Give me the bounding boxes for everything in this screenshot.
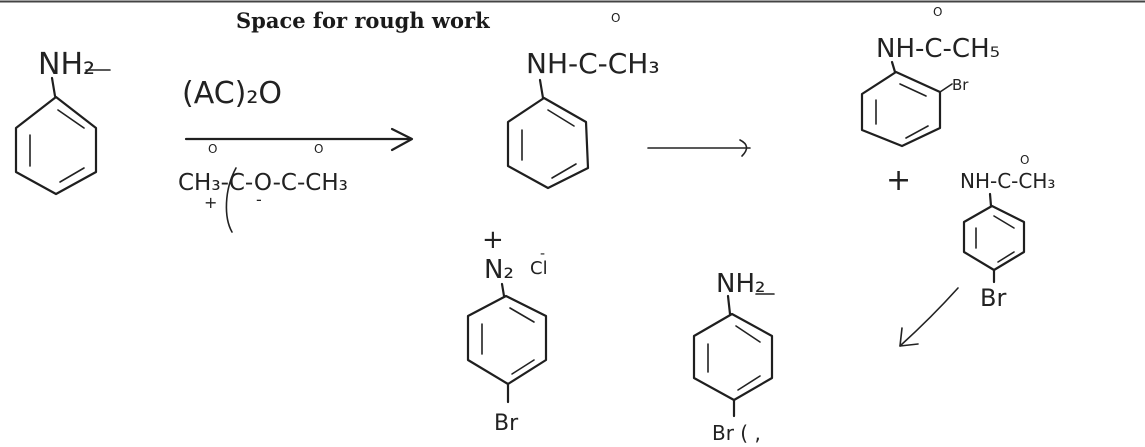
hydrolysis-arrow-shaft [899,287,959,347]
reagent-carbonyl-oxygen-2: O [314,142,323,156]
reagent-above-arrow: (AC)₂O [182,76,282,111]
bromination-arrow [647,139,751,157]
bromoaniline-double-bond-2 [735,325,761,343]
bromoaniline-bond-top [726,294,732,316]
reagent-cleavage-curve [225,167,237,233]
acetanilide-double-bond-3 [551,163,577,179]
products-plus-sign: + [886,163,911,198]
ortho-br-bond [939,83,953,93]
aniline-benzene-ring [14,95,98,196]
ortho-carbonyl-oxygen: O [933,5,942,19]
para-bond-top [988,192,993,208]
diazonium-group: N₂ [484,255,514,285]
diazonium-charge: + [482,225,504,255]
para-amide-label: NH-C-CH₃ [960,169,1055,193]
ortho-amide-label: NH-C-CH₅ [876,34,1000,64]
ortho-benzene-ring [860,70,942,148]
diazonium-structure: + N₂ Cl - Br [466,225,548,436]
para-br-label: Br [980,284,1006,312]
acetanilide-double-bond-2 [547,109,575,127]
acetanilide-amide-label: NH-C-CH₃ [526,47,660,80]
aniline-nh2-label: NH₂ [38,47,95,82]
acetanilide-bond [538,78,545,100]
diazonium-benzene-ring [466,294,548,386]
page-heading: Space for rough work [236,8,490,33]
bromination-arrow-head [739,139,748,157]
acetanilide-benzene-ring [506,96,590,190]
ortho-double-bond-3 [905,125,929,139]
diazonium-double-bond-3 [511,359,535,375]
ortho-bond [890,60,897,74]
acetanilide-structure: O NH-C-CH₃ [506,11,660,190]
aniline-double-bond-2 [57,109,85,129]
para-double-bond-2 [993,215,1015,229]
diazonium-counter-ion: Cl [530,258,548,279]
reagent-plus-mark: + [204,193,217,212]
acetylation-step: (AC)₂O O O CH₃-C-O-C-CH₃ + - [178,76,414,233]
acetylation-arrow-head [390,127,414,152]
para-carbonyl-oxygen: O [1020,153,1029,167]
hydrolysis-arrow-head [899,327,919,347]
bromoaniline-benzene-ring [692,312,774,402]
bromoaniline-trailing-mark: Br ( , [712,421,761,445]
reagent-minus-mark: - [256,190,262,209]
diazonium-bond-top [500,282,506,298]
diazonium-br-label: Br [494,411,519,436]
para-bromo-product: O NH-C-CH₃ Br [960,153,1055,312]
diazonium-double-bond-2 [509,307,535,323]
aniline-structure: NH₂ [14,47,111,196]
bromoaniline-double-bond-3 [737,375,761,391]
bromoaniline-structure: NH₂ Br ( , [692,269,775,445]
para-double-bond-3 [997,251,1015,263]
aniline-bond [50,76,57,98]
reagent-below-arrow: CH₃-C-O-C-CH₃ [178,170,348,196]
reagent-carbonyl-oxygen-1: O [208,142,217,156]
ortho-bromo-product: O NH-C-CH₅ Br [860,5,1000,148]
acetanilide-carbonyl-oxygen: O [611,11,620,25]
ortho-double-bond-2 [899,83,927,97]
diazonium-counter-charge: - [540,246,545,262]
aniline-double-bond-3 [59,167,85,183]
ortho-br-label: Br [952,76,969,94]
hydrolysis-arrow [899,287,959,347]
